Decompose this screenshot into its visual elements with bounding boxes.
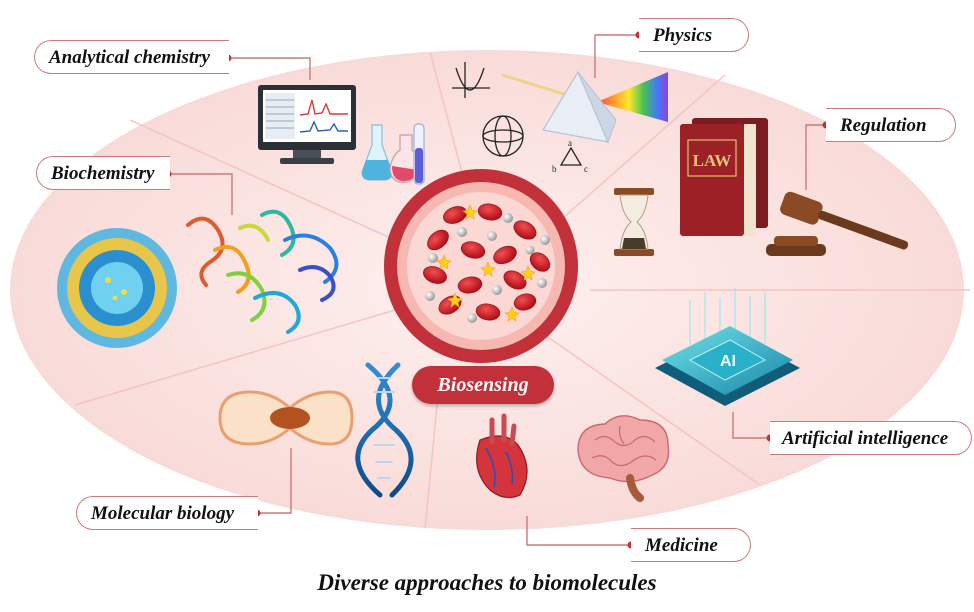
ai-chip-text: AI [720, 353, 736, 370]
figure-caption: Diverse approaches to biomolecules [317, 570, 657, 595]
protein-illustration [186, 209, 339, 334]
dividing-cell-illustration [218, 390, 354, 446]
label-analytical-chemistry: Analytical chemistry [34, 40, 229, 74]
liposome-illustration [57, 228, 177, 348]
triangle-vertex-b: b [552, 164, 557, 174]
hourglass-illustration [614, 188, 654, 256]
heart-illustration [476, 413, 528, 499]
triangle-vertex-c: c [584, 164, 588, 174]
biosensing-badge: Biosensing [412, 366, 554, 404]
physics-triangle-labels: a b c [552, 138, 588, 174]
lab-flasks-illustration [361, 123, 425, 185]
computer-monitor-illustration [258, 85, 356, 164]
triangle-vertex-a: a [568, 138, 572, 148]
gavel-illustration [766, 191, 909, 256]
label-molecular-biology: Molecular biology [76, 496, 258, 530]
label-regulation: Regulation [826, 108, 956, 142]
label-artificial-intelligence: Artificial intelligence [770, 421, 972, 455]
label-medicine: Medicine [631, 528, 751, 562]
label-biochemistry: Biochemistry [36, 156, 170, 190]
physics-illustration [452, 62, 583, 166]
label-physics: Physics [639, 18, 749, 52]
biosensing-blood-vessel [384, 169, 578, 363]
sector-dividers [74, 51, 970, 529]
prism-illustration [501, 70, 668, 144]
connector-lines [168, 34, 826, 546]
law-book-title: LAW [693, 151, 732, 170]
law-book-illustration: LAW [680, 118, 768, 236]
dna-helix-illustration [355, 362, 414, 498]
brain-illustration [577, 415, 670, 502]
ai-chip-illustration: AI [655, 288, 800, 406]
